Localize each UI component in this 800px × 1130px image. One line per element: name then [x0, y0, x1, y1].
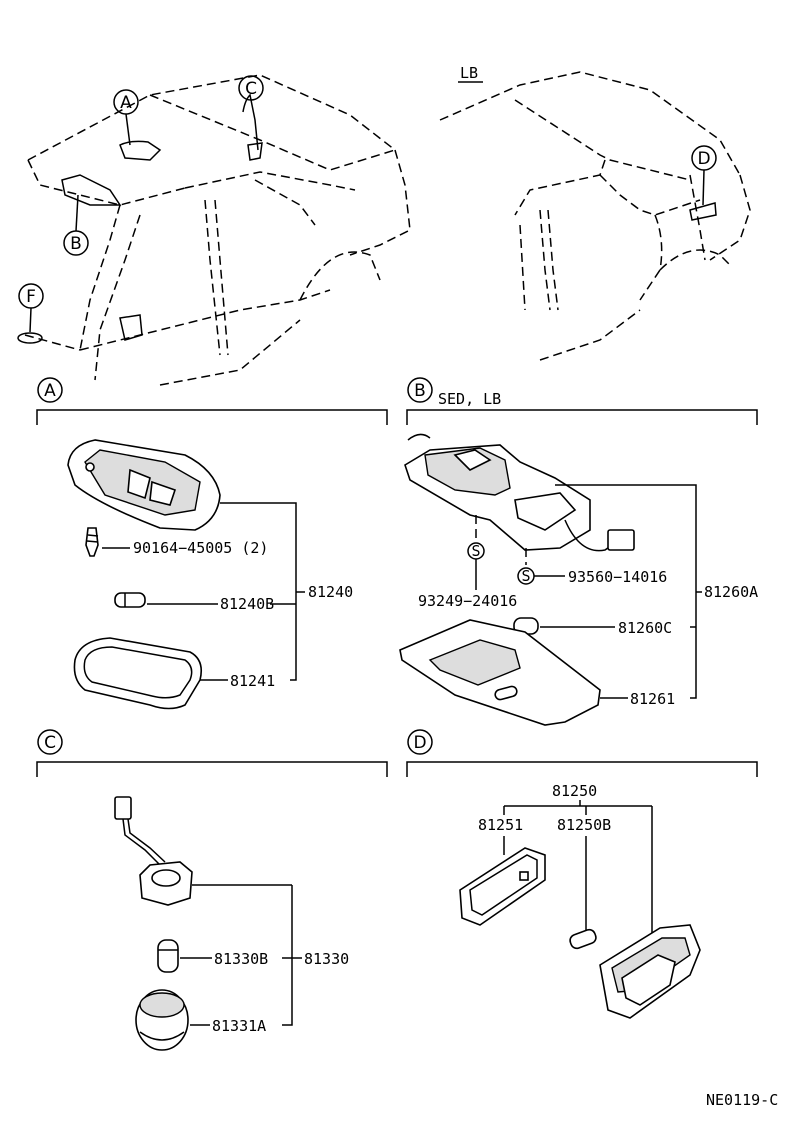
section-d-bracket — [406, 761, 758, 777]
part-81260C: 81260C — [618, 619, 672, 637]
svg-text:B: B — [414, 381, 426, 401]
part-90164-45005: 90164−45005 (2) — [133, 539, 268, 557]
svg-text:F: F — [26, 287, 36, 307]
svg-text:S: S — [471, 542, 480, 560]
part-81250: 81250 — [552, 782, 597, 800]
assembly-bracket-a — [220, 502, 297, 681]
dome-lamp-housing — [67, 439, 221, 531]
svg-text:B: B — [70, 234, 82, 254]
license-lamp-socket — [599, 924, 701, 1019]
map-lamp-base — [404, 433, 635, 552]
part-81261: 81261 — [630, 690, 675, 708]
callout-f-car: F — [18, 283, 44, 333]
section-b: B SED, LB S 93249−24016 S 93560−14016 — [399, 377, 758, 726]
part-81330: 81330 — [304, 950, 349, 968]
car-sedan-outline — [17, 74, 411, 386]
s-marker-left: S — [467, 515, 485, 590]
lens-icon-d — [459, 836, 546, 926]
callout-c-car: C — [238, 75, 264, 101]
bulb-icon-b — [513, 617, 615, 635]
lens-icon-b — [399, 619, 628, 726]
svg-text:A: A — [44, 381, 56, 401]
section-b-bracket — [406, 409, 758, 425]
part-93249-24016: 93249−24016 — [418, 592, 517, 610]
bulb-icon — [114, 592, 218, 608]
bulb-icon-d — [569, 836, 597, 950]
svg-text:C: C — [44, 733, 56, 753]
s-marker-right: S — [517, 548, 565, 585]
car-liftback-outline — [439, 71, 751, 361]
svg-text:S: S — [521, 567, 530, 585]
diagram-code: NE0119-C — [706, 1091, 778, 1109]
part-81240B: 81240B — [220, 595, 274, 613]
screw-icon — [85, 527, 130, 557]
callout-b-car: B — [63, 194, 89, 256]
part-81241: 81241 — [230, 672, 275, 690]
variant-lb-label: LB — [460, 64, 478, 82]
section-a-bracket — [36, 409, 388, 425]
svg-text:C: C — [245, 79, 257, 99]
part-81330B: 81330B — [214, 950, 268, 968]
part-81240: 81240 — [308, 583, 353, 601]
part-81260A: 81260A — [704, 583, 758, 601]
part-81331A: 81331A — [212, 1017, 266, 1035]
bulb-icon-c — [157, 939, 212, 973]
section-a: A 90164−45005 (2) 81240B — [36, 377, 388, 710]
part-93560-14016: 93560−14016 — [568, 568, 667, 586]
section-c: C 81330B 81331A 81330 — [36, 729, 388, 1051]
assembly-bracket-c — [282, 885, 293, 1026]
svg-text:D: D — [413, 733, 426, 753]
section-d: D 81250 81251 81250B — [406, 729, 758, 1019]
svg-text:A: A — [120, 93, 132, 113]
courtesy-lamp-socket — [114, 796, 292, 906]
section-b-variant: SED, LB — [438, 390, 501, 408]
svg-text:D: D — [697, 149, 710, 169]
lens-icon — [73, 637, 228, 710]
part-81250B: 81250B — [557, 816, 611, 834]
section-c-bracket — [36, 761, 388, 777]
callout-a-car: A — [113, 89, 139, 146]
lens-icon-c — [135, 989, 210, 1051]
part-81251: 81251 — [478, 816, 523, 834]
callout-d-car: D — [691, 145, 717, 206]
